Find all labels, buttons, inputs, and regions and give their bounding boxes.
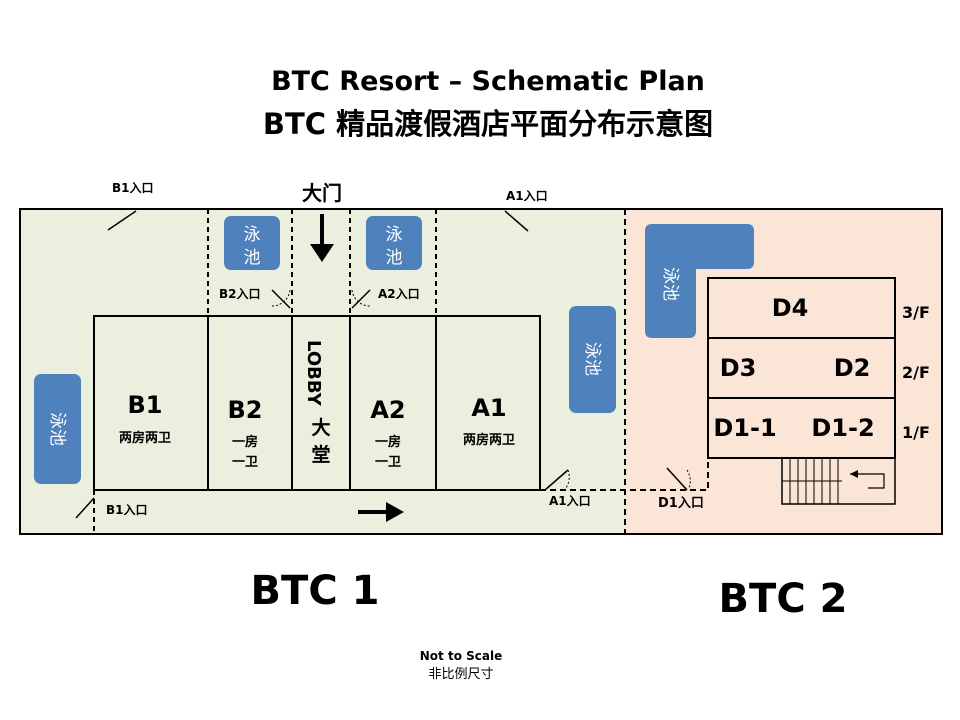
title-english: BTC Resort – Schematic Plan (271, 66, 705, 97)
floor-label-1f: 1/F (902, 423, 930, 442)
floor-label-2f: 2/F (902, 363, 930, 382)
unit-d4: D4 (772, 294, 809, 322)
door-a1-top (504, 210, 529, 232)
unit-d2: D2 (834, 354, 871, 382)
unit-a2-name: A2 (370, 396, 405, 424)
pool-label-char-2: 池 (244, 248, 261, 268)
pool-a2: 泳 池 (366, 216, 422, 270)
pool-label: 泳池 (582, 342, 602, 376)
floor-label-3f: 3/F (902, 303, 930, 322)
entrance-a1-top-label: A1入口 (506, 189, 548, 203)
btc1-zone (20, 209, 625, 534)
unit-b1-name: B1 (128, 391, 163, 419)
walkway-path (540, 456, 709, 491)
unit-b2-name: B2 (228, 396, 263, 424)
zone-label-btc1: BTC 1 (251, 568, 380, 614)
pool-btc2: 泳池 (645, 224, 754, 338)
entrance-b2-label: B2入口 (219, 287, 261, 301)
door-d1 (666, 467, 691, 491)
pool-label-char-1: 泳 (244, 225, 261, 245)
door-b2 (271, 289, 291, 309)
staircase (781, 457, 896, 505)
unit-a2-desc-2: 一卫 (375, 455, 401, 470)
lobby-cn-char-2: 堂 (311, 444, 330, 466)
walkway-arrow (358, 502, 404, 522)
main-gate-arrow (310, 214, 334, 262)
door-b1-bottom (75, 497, 95, 519)
lobby-cn-char-1: 大 (311, 416, 330, 439)
scale-note-cn: 非比例尺寸 (428, 667, 493, 682)
pool-west: 泳池 (34, 374, 81, 484)
pool-label: 泳池 (47, 412, 67, 446)
entrance-a2-label: A2入口 (378, 287, 420, 301)
unit-b2-desc-1: 一房 (232, 434, 258, 450)
pool-label: 泳池 (660, 267, 680, 301)
unit-b1-desc: 两房两卫 (119, 430, 171, 446)
unit-a1-name: A1 (471, 394, 506, 422)
zone-label-btc2: BTC 2 (719, 576, 848, 622)
btc1-building (93, 315, 541, 491)
entrance-b1-bottom-label: B1入口 (106, 503, 148, 517)
unit-a1-desc: 两房两卫 (463, 432, 515, 448)
site-boundary (19, 208, 943, 535)
lobby-name: LOBBY (303, 340, 324, 407)
door-a2 (351, 289, 371, 309)
main-gate-label: 大门 (302, 181, 342, 205)
door-b1-top (107, 210, 137, 231)
door-a1-bottom (544, 469, 570, 491)
title-chinese: BTC 精品渡假酒店平面分布示意图 (263, 107, 713, 141)
pool-b2: 泳 池 (224, 216, 280, 270)
unit-b2-desc-2: 一卫 (232, 455, 258, 470)
unit-d1-2: D1-2 (811, 414, 874, 442)
pool-east: 泳池 (569, 306, 616, 413)
unit-d3: D3 (720, 354, 757, 382)
entrance-b1-top-label: B1入口 (112, 181, 154, 195)
pool-label-char-2: 池 (386, 248, 403, 268)
scale-note-en: Not to Scale (420, 649, 502, 663)
entrance-a1-bottom-label: A1入口 (549, 494, 591, 508)
entrance-d1-label: D1入口 (658, 496, 704, 511)
unit-d1-1: D1-1 (713, 414, 776, 442)
unit-a2-desc-1: 一房 (375, 434, 401, 450)
pool-label-char-1: 泳 (386, 225, 403, 245)
